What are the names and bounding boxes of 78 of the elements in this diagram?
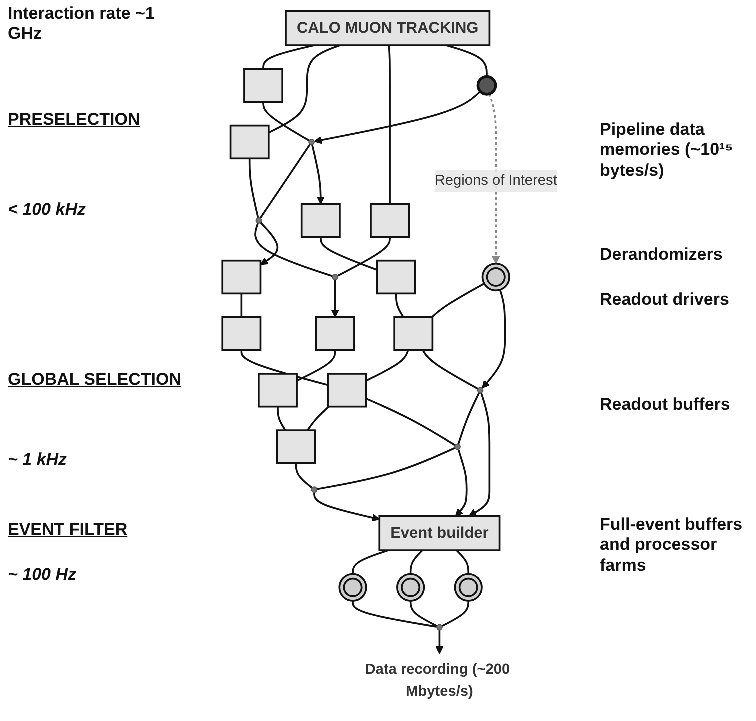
connector — [317, 447, 456, 490]
arrow — [455, 449, 468, 517]
connector — [296, 350, 336, 382]
arrow — [312, 144, 325, 205]
node-circle — [477, 387, 484, 394]
connector — [248, 158, 260, 218]
rate-text: ~ 1 kHz — [8, 450, 68, 470]
node-box — [376, 260, 416, 295]
connector — [366, 350, 410, 382]
note-text: Derandomizers — [600, 245, 724, 266]
stage-heading: GLOBAL SELECTION — [8, 370, 182, 390]
node-box: CALO MUON TRACKING — [285, 10, 491, 46]
connector — [431, 282, 485, 318]
arrow — [436, 630, 444, 654]
arrow — [468, 392, 491, 517]
arrow — [314, 492, 380, 522]
connector — [277, 406, 286, 432]
connector — [306, 406, 330, 432]
arrow — [314, 90, 482, 144]
node-circle — [454, 444, 461, 450]
node-circle — [338, 573, 368, 602]
node-box — [222, 316, 262, 352]
note-text: Readout drivers — [600, 290, 730, 310]
node-box — [258, 373, 298, 408]
node-box — [327, 373, 368, 408]
node-box — [222, 260, 262, 295]
note-text: Interaction rate ~1 GHz — [8, 4, 156, 45]
node-circle — [308, 139, 315, 146]
arrow — [260, 222, 279, 266]
connector — [422, 350, 479, 390]
node-box — [276, 430, 316, 464]
connector — [352, 550, 389, 574]
connector — [456, 550, 470, 574]
connector — [366, 398, 456, 446]
node-box — [244, 68, 284, 103]
connector — [410, 601, 438, 628]
connector — [262, 44, 315, 70]
note-text: Pipeline data memories (~10¹⁵ bytes/s) — [600, 120, 734, 182]
node-circle — [256, 218, 262, 224]
node-circle — [454, 573, 483, 602]
stage-heading: EVENT FILTER — [8, 520, 129, 540]
node-box: Event builder — [378, 515, 501, 552]
arrow — [488, 94, 500, 264]
connector — [446, 44, 488, 77]
connector — [352, 601, 438, 628]
connector — [410, 550, 424, 574]
connector — [295, 463, 313, 489]
connector — [260, 144, 312, 219]
arrow — [482, 290, 506, 389]
connector — [458, 392, 480, 445]
rate-text: ~ 100 Hz — [8, 565, 78, 586]
stage-heading: PRESELECTION — [8, 110, 142, 130]
node-box — [230, 124, 270, 160]
node-circle — [311, 486, 318, 494]
rate-text: < 100 kHz — [8, 200, 87, 220]
connector — [442, 601, 470, 628]
connector — [254, 223, 334, 278]
node-circle — [482, 262, 510, 292]
edge-label: Regions of Interest — [434, 173, 558, 189]
node-box — [300, 203, 341, 238]
connector — [337, 237, 391, 277]
node-box — [394, 316, 434, 352]
node-box — [370, 203, 410, 238]
note-text: Readout buffers — [600, 395, 732, 416]
node-circle — [396, 573, 426, 602]
connector — [395, 294, 404, 318]
node-text: Data recording (~200 Mbytes/s) — [365, 662, 510, 700]
node-circle — [436, 624, 443, 631]
connector — [320, 237, 378, 271]
note-text: Full-event buffers and processor farms — [600, 515, 744, 576]
node-box — [315, 316, 356, 352]
connector — [262, 102, 310, 142]
connector — [388, 45, 391, 204]
connector — [268, 44, 341, 134]
connector — [240, 294, 243, 318]
arrow — [331, 280, 340, 318]
node-circle — [332, 274, 339, 280]
node-circle — [476, 75, 498, 96]
